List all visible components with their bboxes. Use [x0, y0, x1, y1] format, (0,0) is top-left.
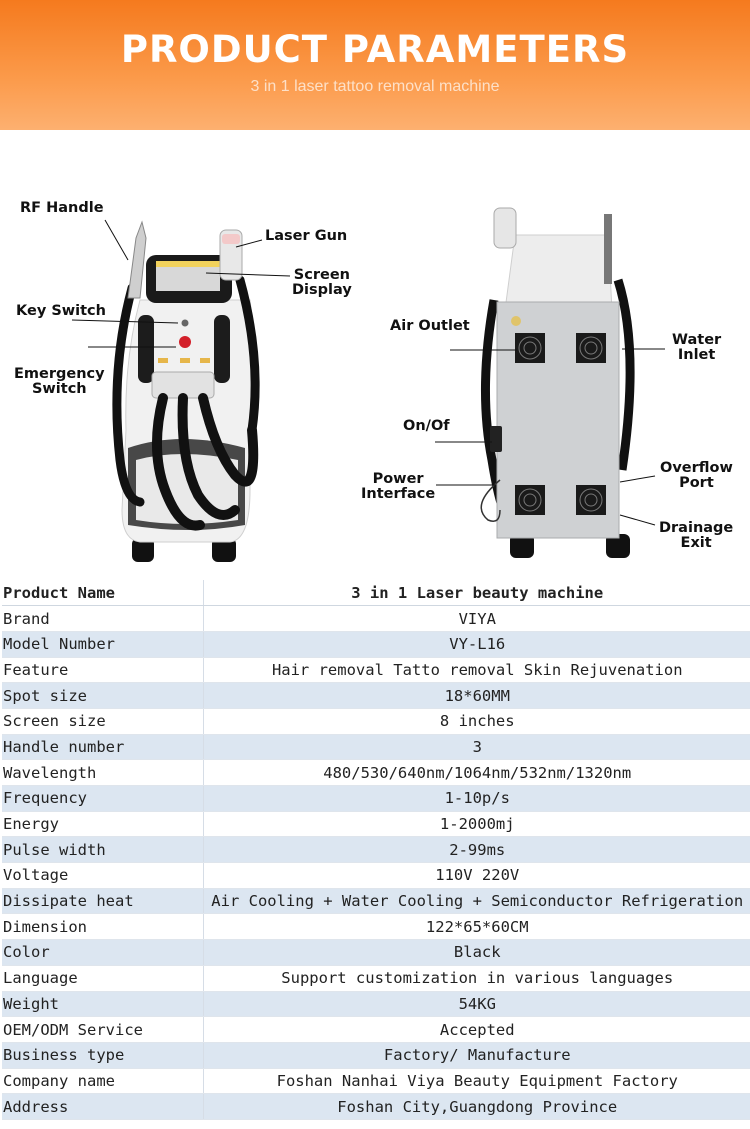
label-drainage-line-1: Drainage	[659, 520, 734, 536]
callout-lines	[71, 219, 665, 526]
label-overflow-line-1: Overflow	[660, 460, 733, 476]
label-screen-line-1: Screen	[293, 267, 350, 283]
label-screen-line-2: Display	[292, 282, 352, 298]
spec-name-cell: Weight	[2, 991, 203, 1018]
spec-name-cell: Company name	[2, 1068, 203, 1095]
label-power-line-1: Power	[372, 471, 424, 487]
spec-name-cell: Frequency	[2, 785, 203, 812]
spec-name-cell: Energy	[2, 811, 203, 838]
label-drainage-exit: Drainage Exit	[659, 521, 733, 551]
label-rf-handle: RF Handle	[20, 200, 104, 216]
spec-name-cell: OEM/ODM Service	[2, 1016, 203, 1043]
spec-value-cell: Factory/ Manufacture	[202, 1042, 750, 1069]
label-overflow-port: Overflow Port	[660, 461, 733, 491]
spec-value-cell: Hair removal Tatto removal Skin Rejuvena…	[202, 657, 750, 684]
spec-value-cell: 110V 220V	[202, 862, 750, 889]
label-power-interface: Power Interface	[361, 472, 435, 502]
spec-value-cell: Black	[202, 939, 750, 966]
header-banner: PRODUCT PARAMETERS 3 in 1 laser tattoo r…	[0, 0, 750, 130]
spec-table-header: Product Name 3 in 1 Laser beauty machine	[2, 580, 750, 607]
spec-name-cell: Feature	[2, 657, 203, 684]
spec-name-cell: Wavelength	[2, 759, 203, 786]
spec-value-cell: 480/530/640nm/1064nm/532nm/1320nm	[202, 759, 750, 786]
spec-name-cell: Voltage	[2, 862, 203, 889]
spec-value-cell: 18*60MM	[202, 682, 750, 709]
spec-value-cell: 122*65*60CM	[202, 913, 750, 941]
label-emergency-line-1: Emergency	[14, 366, 105, 382]
spec-value-cell: VY-L16	[202, 631, 750, 658]
machine-illustrations	[71, 207, 665, 562]
spec-value-cell: VIYA	[202, 605, 750, 632]
spec-name-cell: Brand	[2, 605, 203, 632]
back-machine-image	[480, 207, 635, 558]
spec-value-cell: 2-99ms	[202, 836, 750, 864]
spec-table: Product Name 3 in 1 Laser beauty machine…	[2, 580, 750, 1120]
spec-value-cell: Air Cooling + Water Cooling + Semiconduc…	[202, 888, 750, 915]
spec-value-cell: Support customization in various languag…	[202, 965, 750, 992]
front-machine-image	[112, 220, 260, 562]
page-subtitle: 3 in 1 laser tattoo removal machine	[250, 78, 500, 95]
spec-name-cell: Color	[2, 939, 203, 966]
label-water-line-1: Water	[672, 332, 722, 348]
spec-name-cell: Dissipate heat	[2, 888, 203, 915]
label-drainage-line-2: Exit	[680, 535, 712, 551]
spec-value-cell: 8 inches	[202, 708, 750, 735]
label-water-line-2: Inlet	[677, 347, 716, 363]
spec-name-cell: Pulse width	[2, 836, 203, 864]
spec-name-cell: Handle number	[2, 734, 203, 761]
spec-value-cell: 1-10p/s	[202, 785, 750, 812]
page-title: PRODUCT PARAMETERS	[120, 28, 630, 71]
label-key-switch: Key Switch	[16, 303, 106, 319]
spec-value-cell: Accepted	[202, 1016, 750, 1043]
spec-value-cell: 3	[202, 734, 750, 761]
spec-name-cell: Address	[2, 1093, 203, 1120]
header-value-cell: 3 in 1 Laser beauty machine	[202, 580, 750, 607]
label-laser-gun: Laser Gun	[265, 228, 348, 244]
spec-value-cell: Foshan Nanhai Viya Beauty Equipment Fact…	[202, 1068, 750, 1095]
label-emergency-switch: Emergency Switch	[14, 367, 105, 397]
spec-value-cell: 54KG	[202, 991, 750, 1018]
spec-value-cell: 1-2000mj	[202, 811, 750, 838]
spec-name-cell: Dimension	[2, 913, 203, 941]
label-power-line-2: Interface	[361, 486, 436, 502]
label-water-inlet: Water Inlet	[672, 333, 721, 363]
label-air-outlet: Air Outlet	[390, 318, 470, 334]
spec-name-cell: Spot size	[2, 682, 203, 709]
header-name-cell: Product Name	[2, 580, 203, 607]
label-emergency-line-2: Switch	[31, 381, 87, 397]
spec-name-cell: Business type	[2, 1042, 203, 1069]
spec-value-cell: Foshan City,Guangdong Province	[202, 1093, 750, 1120]
product-figure: RF Handle Laser Gun Screen Display Key S…	[0, 130, 750, 580]
label-screen-display: Screen Display	[292, 268, 352, 298]
spec-name-cell: Language	[2, 965, 203, 992]
label-overflow-line-2: Port	[679, 475, 714, 491]
spec-name-cell: Model Number	[2, 631, 203, 658]
label-on-off: On/Of	[403, 418, 450, 434]
spec-name-cell: Screen size	[2, 708, 203, 735]
